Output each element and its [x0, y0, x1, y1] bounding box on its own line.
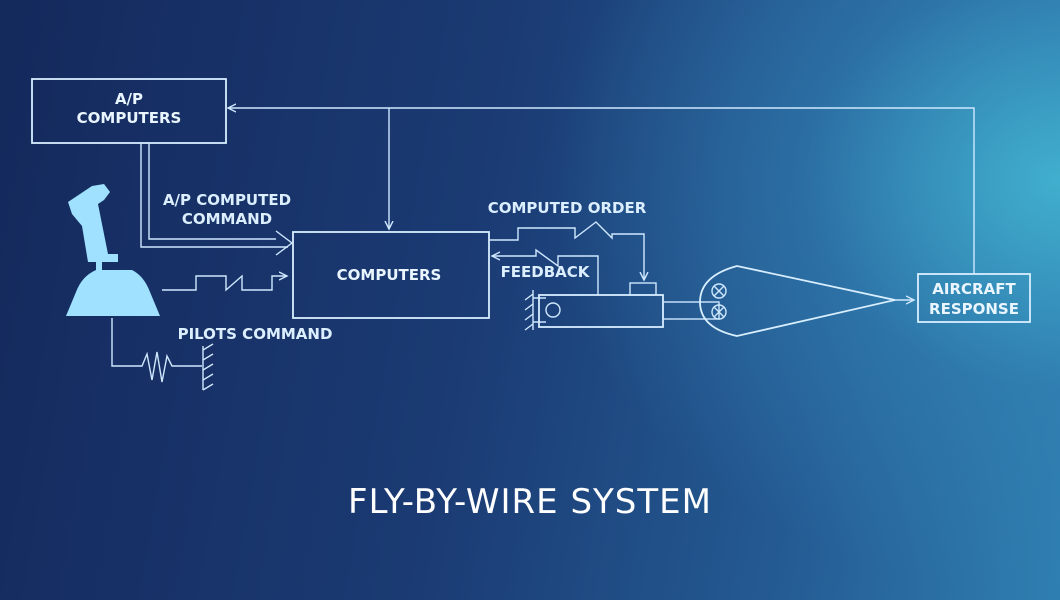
- feedback-label: FEEDBACK: [501, 263, 591, 281]
- aircraft-response-label-line2: RESPONSE: [929, 300, 1019, 318]
- control-surface-icon: [699, 265, 914, 337]
- ap-computers-label-line2: COMPUTERS: [77, 109, 182, 127]
- ap-computers-frame: [31, 78, 227, 144]
- pilot-command-signal: [162, 276, 287, 292]
- ap-computed-command-label-line2: COMMAND: [182, 210, 272, 228]
- ap-computed-command-label-line1: A/P COMPUTED: [163, 191, 291, 209]
- computers-frame: [292, 231, 490, 319]
- pilots-command-label: PILOTS COMMAND: [178, 325, 333, 343]
- computers-box: COMPUTERS: [292, 231, 490, 319]
- page-title: FLY-BY-WIRE SYSTEM: [348, 482, 712, 522]
- ap-command-connector: [140, 143, 294, 256]
- aircraft-response-box: AIRCRAFT RESPONSE: [917, 273, 1031, 323]
- computed-order-label: COMPUTED ORDER: [488, 199, 647, 217]
- response-feedback-loop: [228, 108, 975, 274]
- ap-computers-box: A/P COMPUTERS: [31, 78, 227, 144]
- computers-label: COMPUTERS: [337, 266, 442, 284]
- aircraft-response-label-line1: AIRCRAFT: [932, 280, 1016, 298]
- joystick-icon: [66, 184, 160, 316]
- spring-damper-icon: [111, 318, 214, 391]
- actuator-icon: [524, 282, 720, 331]
- computed-order-path: [489, 221, 644, 280]
- feedback-path: [492, 248, 599, 295]
- ap-computers-label-line1: A/P: [115, 90, 143, 108]
